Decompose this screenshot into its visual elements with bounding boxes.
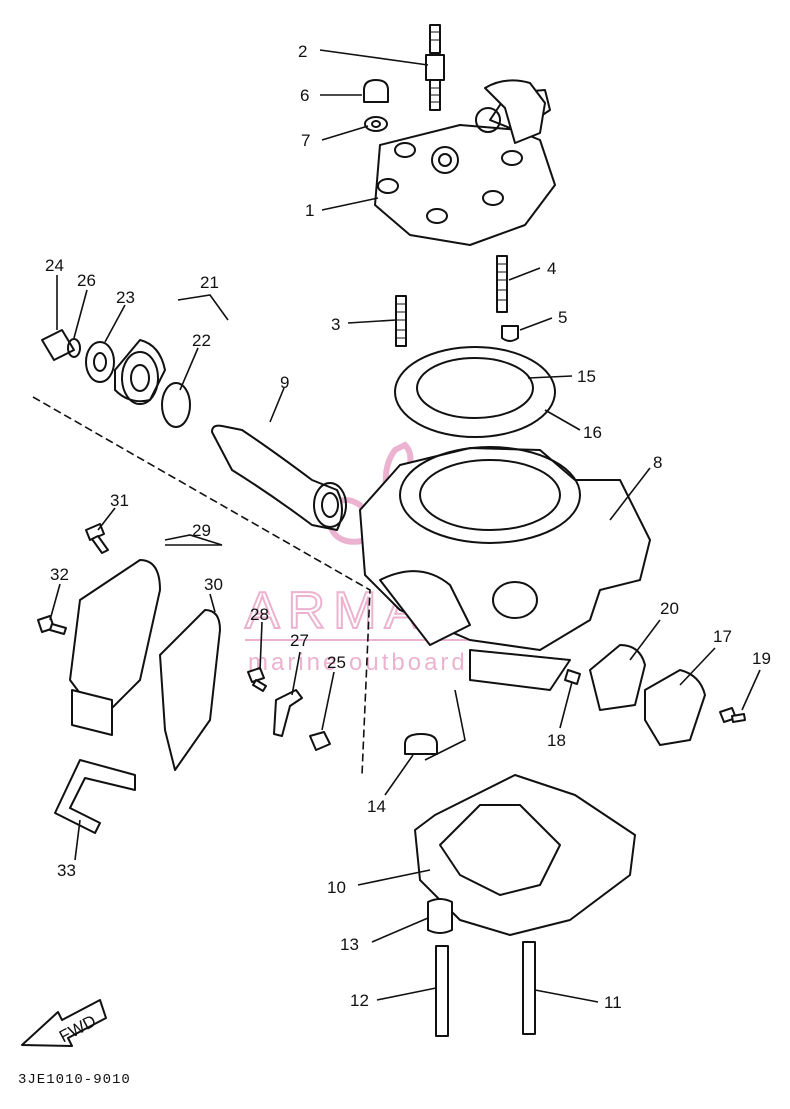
callout-7: 7: [301, 131, 310, 150]
callout-1: 1: [305, 201, 314, 220]
callout-2: 2: [298, 42, 307, 61]
callout-8: 8: [653, 453, 662, 472]
callout-17: 17: [713, 627, 732, 646]
stud-short: [395, 295, 407, 347]
construction-lines: [32, 396, 466, 776]
cover-17: [644, 669, 706, 746]
callout-3: 3: [331, 315, 340, 334]
collar: [41, 329, 75, 361]
cap-nut: [363, 79, 389, 103]
callout-24: 24: [45, 256, 64, 275]
dowel-18: [564, 669, 581, 685]
cylinder: [359, 446, 651, 691]
clip-27: [273, 689, 303, 737]
callout-9: 9: [280, 373, 289, 392]
gasket-20: [589, 644, 646, 711]
bolt-28: [247, 667, 267, 692]
callout-25: 25: [327, 653, 346, 672]
fwd-arrow-icon: FWD: [21, 999, 107, 1047]
cylinder-head: [374, 79, 556, 246]
callout-33: 33: [57, 861, 76, 880]
callout-16: 16: [583, 423, 602, 442]
callout-13: 13: [340, 935, 359, 954]
callout-28: 28: [250, 605, 269, 624]
o-rings: [394, 346, 556, 438]
bolt-19: [719, 707, 746, 723]
callout-20: 20: [660, 599, 679, 618]
callout-4: 4: [547, 259, 556, 278]
callout-21: 21: [200, 273, 219, 292]
callout-5: 5: [558, 308, 567, 327]
stud-long: [496, 255, 508, 313]
callout-15: 15: [577, 367, 596, 386]
pump-gasket: [159, 609, 221, 771]
nut-25: [309, 731, 331, 751]
diagram-code: 3JE1010-9010: [18, 1072, 131, 1088]
impeller: [114, 339, 166, 405]
bolt-32: [37, 615, 67, 635]
callout-22: 22: [192, 331, 211, 350]
callout-10: 10: [327, 878, 346, 897]
pump-cover: [69, 559, 161, 736]
drain-plug: [404, 733, 438, 755]
leader-lines: [49, 49, 761, 1003]
callout-6: 6: [300, 86, 309, 105]
callout-11: 11: [604, 993, 622, 1012]
callout-12: 12: [350, 991, 369, 1010]
spark-plug: [425, 24, 445, 111]
callout-30: 30: [204, 575, 223, 594]
callout-18: 18: [547, 731, 566, 750]
bolt-31: [85, 523, 109, 554]
callout-labels: 1 2 3 4 5 6 7 8 9 10 11 12 13 14 15 16 1…: [45, 42, 771, 1012]
washer: [364, 116, 388, 132]
stud-12: [435, 945, 449, 1037]
collar-13: [427, 898, 453, 934]
callout-31: 31: [110, 491, 129, 510]
watermark-tagline: marine outboards: [248, 649, 483, 676]
callout-19: 19: [752, 649, 771, 668]
callout-27: 27: [290, 631, 309, 650]
exhaust-joint: [211, 424, 347, 531]
hose-clamp: [54, 759, 136, 834]
bearing: [85, 341, 115, 383]
callout-14: 14: [367, 797, 386, 816]
stud-11: [522, 941, 536, 1035]
o-ring-small: [161, 382, 191, 428]
callout-23: 23: [116, 288, 135, 307]
dowel-pin: [501, 325, 519, 342]
callout-32: 32: [50, 565, 69, 584]
callout-29: 29: [192, 521, 211, 540]
callout-26: 26: [77, 271, 96, 290]
circlip: [67, 338, 81, 358]
